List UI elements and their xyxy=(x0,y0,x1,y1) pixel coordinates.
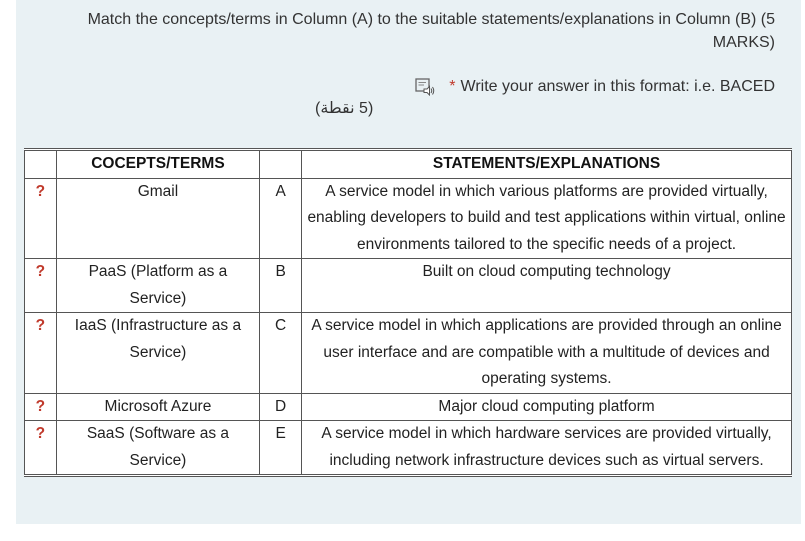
matching-table: COCEPTS/TERMS STATEMENTS/EXPLANATIONS ? … xyxy=(24,148,792,477)
term-cell: Gmail xyxy=(55,177,261,259)
header-blank xyxy=(24,148,57,179)
header-letter xyxy=(259,148,303,179)
statement-cell: A service model in which hardware servic… xyxy=(301,420,792,477)
points-label: (5 نقطة) xyxy=(315,100,374,117)
instruction-text: Write your answer in this format: i.e. B… xyxy=(460,78,775,95)
letter-cell: C xyxy=(259,312,303,394)
letter-cell: B xyxy=(259,258,303,313)
letter-cell: D xyxy=(259,392,303,421)
answer-mark: ? xyxy=(24,177,57,259)
question-text: Match the concepts/terms in Column (A) t… xyxy=(87,11,775,51)
header-terms: COCEPTS/TERMS xyxy=(55,148,261,179)
answer-mark: ? xyxy=(24,312,57,394)
letter-cell: E xyxy=(259,420,303,477)
statement-cell: Major cloud computing platform xyxy=(301,392,792,421)
header-statements: STATEMENTS/EXPLANATIONS xyxy=(301,148,792,179)
table-header-row: COCEPTS/TERMS STATEMENTS/EXPLANATIONS xyxy=(24,148,792,179)
answer-mark: ? xyxy=(24,258,57,313)
statement-cell: A service model in which applications ar… xyxy=(301,312,792,394)
table-row: ? SaaS (Software as a Service) E A servi… xyxy=(24,420,792,477)
answer-mark: ? xyxy=(24,420,57,477)
table-row: ? Gmail A A service model in which vario… xyxy=(24,177,792,259)
statement-cell: Built on cloud computing technology xyxy=(301,258,792,313)
term-cell: Microsoft Azure xyxy=(55,392,261,421)
instruction-block: * Write your answer in this format: i.e.… xyxy=(315,76,775,120)
immersive-reader-audio-icon[interactable] xyxy=(415,78,435,97)
term-cell: SaaS (Software as a Service) xyxy=(55,420,261,477)
instruction-row: * Write your answer in this format: i.e.… xyxy=(315,76,775,98)
table-row: ? IaaS (Infrastructure as a Service) C A… xyxy=(24,312,792,394)
answer-mark: ? xyxy=(24,392,57,421)
term-cell: IaaS (Infrastructure as a Service) xyxy=(55,312,261,394)
table-row: ? PaaS (Platform as a Service) B Built o… xyxy=(24,258,792,313)
required-asterisk: * xyxy=(449,78,456,95)
term-cell: PaaS (Platform as a Service) xyxy=(55,258,261,313)
table-row: ? Microsoft Azure D Major cloud computin… xyxy=(24,392,792,421)
statement-cell: A service model in which various platfor… xyxy=(301,177,792,259)
letter-cell: A xyxy=(259,177,303,259)
